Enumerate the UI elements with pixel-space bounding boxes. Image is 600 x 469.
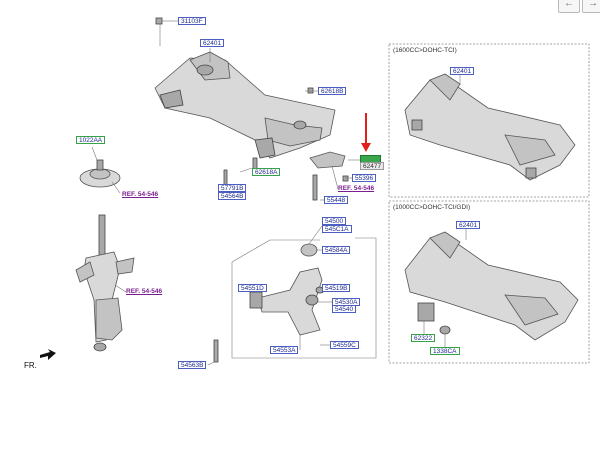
callout-55396[interactable]: 55396 xyxy=(352,174,377,182)
bolt-62618b-drawing xyxy=(307,87,314,94)
forward-button[interactable]: → xyxy=(582,0,600,13)
callout-54564b[interactable]: 54564B xyxy=(218,192,247,200)
callout-62477[interactable]: 62477 xyxy=(360,162,385,170)
variant-caption-gdi: (1000CC>DOHC-TCI/GDI) xyxy=(393,204,471,211)
front-orientation-label: FR. xyxy=(24,361,37,370)
variant-caption-tci: (1600CC>DOHC-TCI) xyxy=(393,47,457,54)
subframe-tci-drawing xyxy=(404,73,576,181)
back-button[interactable]: ← xyxy=(558,0,580,13)
bracket-62477-drawing xyxy=(309,151,349,182)
lower-arm-bracket-outline xyxy=(231,237,377,359)
callout-54553a[interactable]: 54553A xyxy=(270,346,299,354)
variant-box-gdi xyxy=(388,200,590,364)
front-direction-arrow-icon xyxy=(40,349,56,360)
bolt-31103f-drawing xyxy=(155,17,163,25)
callout-31103f[interactable]: 31103F xyxy=(178,17,206,25)
callout-62618a[interactable]: 62618A xyxy=(252,168,281,176)
callout-62401-gdi[interactable]: 62401 xyxy=(456,221,481,229)
callout-545c1a[interactable]: 545C1A xyxy=(322,225,352,233)
bolt-54563b-drawing xyxy=(213,339,219,363)
arrow-right-icon: → xyxy=(588,0,598,9)
arrow-left-icon: ← xyxy=(564,0,574,9)
ref-link-bracket[interactable]: REF. 54-546 xyxy=(338,185,375,192)
red-arrow-icon xyxy=(361,113,371,152)
callout-54540[interactable]: 54540 xyxy=(332,305,357,313)
callout-54551d[interactable]: 54551D xyxy=(238,284,267,292)
callout-1338ca[interactable]: 1338CA xyxy=(430,347,460,355)
callout-62618b[interactable]: 62618B xyxy=(318,87,347,95)
callout-54584a[interactable]: 54584A xyxy=(322,246,351,254)
callout-62401-tci[interactable]: 62401 xyxy=(450,67,475,75)
main-subframe-drawing xyxy=(154,51,336,159)
callout-1022aa[interactable]: 1022AA xyxy=(76,136,106,144)
ref-link-strut[interactable]: REF. 54-546 xyxy=(126,288,163,295)
strut-mount-drawing xyxy=(79,159,121,188)
callout-54519b[interactable]: 54519B xyxy=(322,284,351,292)
callout-62401-main[interactable]: 62401 xyxy=(200,39,225,47)
callout-55448[interactable]: 55448 xyxy=(324,196,349,204)
subframe-gdi-drawing xyxy=(404,231,579,341)
callout-62322[interactable]: 62322 xyxy=(411,334,436,342)
callout-54559c[interactable]: 54559C xyxy=(330,341,359,349)
ref-link-upper-mount[interactable]: REF. 54-546 xyxy=(122,191,159,198)
callout-54563b[interactable]: 54563B xyxy=(178,361,207,369)
bolt-55448-drawing xyxy=(312,174,318,201)
variant-box-tci xyxy=(388,43,590,198)
callout-57791b[interactable]: 57791B xyxy=(218,184,247,192)
callout-54500[interactable]: 54500 xyxy=(322,217,347,225)
lower-control-arm-drawing xyxy=(249,243,325,336)
strut-assembly-drawing xyxy=(75,214,135,352)
